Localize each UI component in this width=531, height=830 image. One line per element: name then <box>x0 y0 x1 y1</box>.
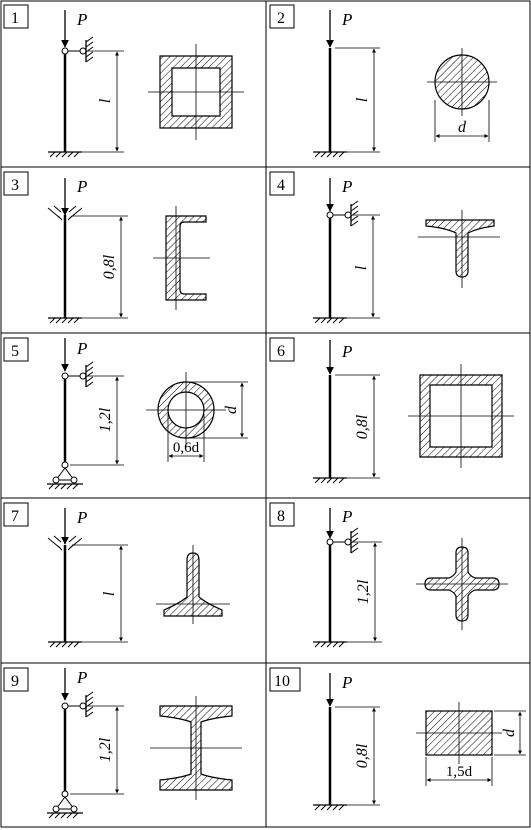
svg-text:l: l <box>101 591 118 596</box>
svg-text:1: 1 <box>11 10 19 27</box>
svg-text:d: d <box>501 728 518 737</box>
svg-text:l: l <box>97 98 114 103</box>
length-dimension: 0,8l <box>335 706 380 806</box>
svg-text:7: 7 <box>11 508 19 525</box>
section-tee <box>418 210 500 288</box>
svg-text:0,8l: 0,8l <box>101 254 118 279</box>
svg-text:d: d <box>223 405 240 414</box>
section-rectangle: d 1,5d <box>416 702 526 786</box>
length-dimension: l <box>338 214 380 319</box>
svg-text:l: l <box>353 265 370 270</box>
pin-support-top <box>61 361 94 388</box>
cell-5: 5 P 1,2l <box>3 337 248 490</box>
svg-text:P: P <box>341 10 352 29</box>
fixed-base <box>313 641 347 648</box>
cell-9: 9 P 1,2l <box>3 667 242 819</box>
svg-text:5: 5 <box>11 343 19 360</box>
slider-guide <box>47 535 83 551</box>
length-dimension: 1,2l <box>338 541 382 643</box>
cell-6: 6 P 0,8l <box>269 337 514 484</box>
section-solid-circle: d <box>427 48 497 142</box>
fixed-base <box>313 317 347 324</box>
svg-text:6: 6 <box>277 343 285 360</box>
cell-10: 10 P 0,8l d 1,5d <box>269 667 526 811</box>
fixed-base <box>48 641 82 648</box>
length-dimension: 0,8l <box>72 215 128 319</box>
fixed-base <box>313 804 347 811</box>
pin-support <box>326 527 359 554</box>
pin-support-bottom <box>47 461 83 490</box>
svg-text:P: P <box>76 668 87 687</box>
length-dimension: 1,2l <box>70 705 124 795</box>
svg-text:9: 9 <box>11 673 19 690</box>
svg-text:0,8l: 0,8l <box>354 414 371 439</box>
length-dimension: l <box>72 544 128 643</box>
pin-support-bottom <box>47 790 83 819</box>
section-square-tube <box>408 364 514 468</box>
cell-1: 1 P l <box>3 4 244 158</box>
svg-text:l: l <box>354 97 371 102</box>
cell-3: 3 P 0,8l <box>3 171 210 324</box>
slider-guide <box>47 205 83 221</box>
svg-text:1,2l: 1,2l <box>97 407 114 432</box>
svg-text:0,6d: 0,6d <box>173 440 200 456</box>
svg-text:1,2l: 1,2l <box>355 579 372 604</box>
svg-text:1,2l: 1,2l <box>97 737 114 762</box>
svg-text:0,8l: 0,8l <box>354 743 371 768</box>
fixed-base <box>313 151 347 158</box>
length-dimension: l <box>72 50 124 153</box>
cell-8: 8 P 1,2l <box>269 502 508 648</box>
length-dimension: l <box>335 47 380 153</box>
svg-text:P: P <box>341 342 352 361</box>
svg-text:4: 4 <box>277 177 285 194</box>
svg-text:P: P <box>341 673 352 692</box>
svg-text:P: P <box>76 177 87 196</box>
section-square-tube <box>148 44 244 140</box>
svg-text:d: d <box>458 119 467 136</box>
fixed-base <box>48 151 82 158</box>
svg-text:P: P <box>341 177 352 196</box>
fixed-base <box>48 317 82 324</box>
cell-2: 2 P l d <box>269 4 497 158</box>
length-dimension: 1,2l <box>70 375 124 466</box>
pin-support-top <box>61 691 94 718</box>
pin-support <box>326 200 359 227</box>
svg-text:P: P <box>76 10 87 29</box>
svg-text:P: P <box>76 339 87 358</box>
svg-text:8: 8 <box>277 508 285 525</box>
svg-text:10: 10 <box>274 673 290 690</box>
svg-text:P: P <box>76 508 87 527</box>
section-cruciform <box>416 538 508 630</box>
svg-text:1,5d: 1,5d <box>446 764 473 780</box>
svg-text:3: 3 <box>11 177 19 194</box>
fixed-base <box>313 477 347 484</box>
pin-support <box>61 36 94 63</box>
section-channel <box>153 206 210 310</box>
section-round-tube: d 0,6d <box>146 372 248 462</box>
svg-text:2: 2 <box>277 10 285 27</box>
cell-7: 7 P l <box>3 502 230 648</box>
svg-text:P: P <box>341 507 352 526</box>
cell-4: 4 P l <box>269 171 500 324</box>
section-i-beam <box>150 696 242 800</box>
length-dimension: 0,8l <box>335 374 380 479</box>
section-inverted-tee <box>156 545 230 624</box>
